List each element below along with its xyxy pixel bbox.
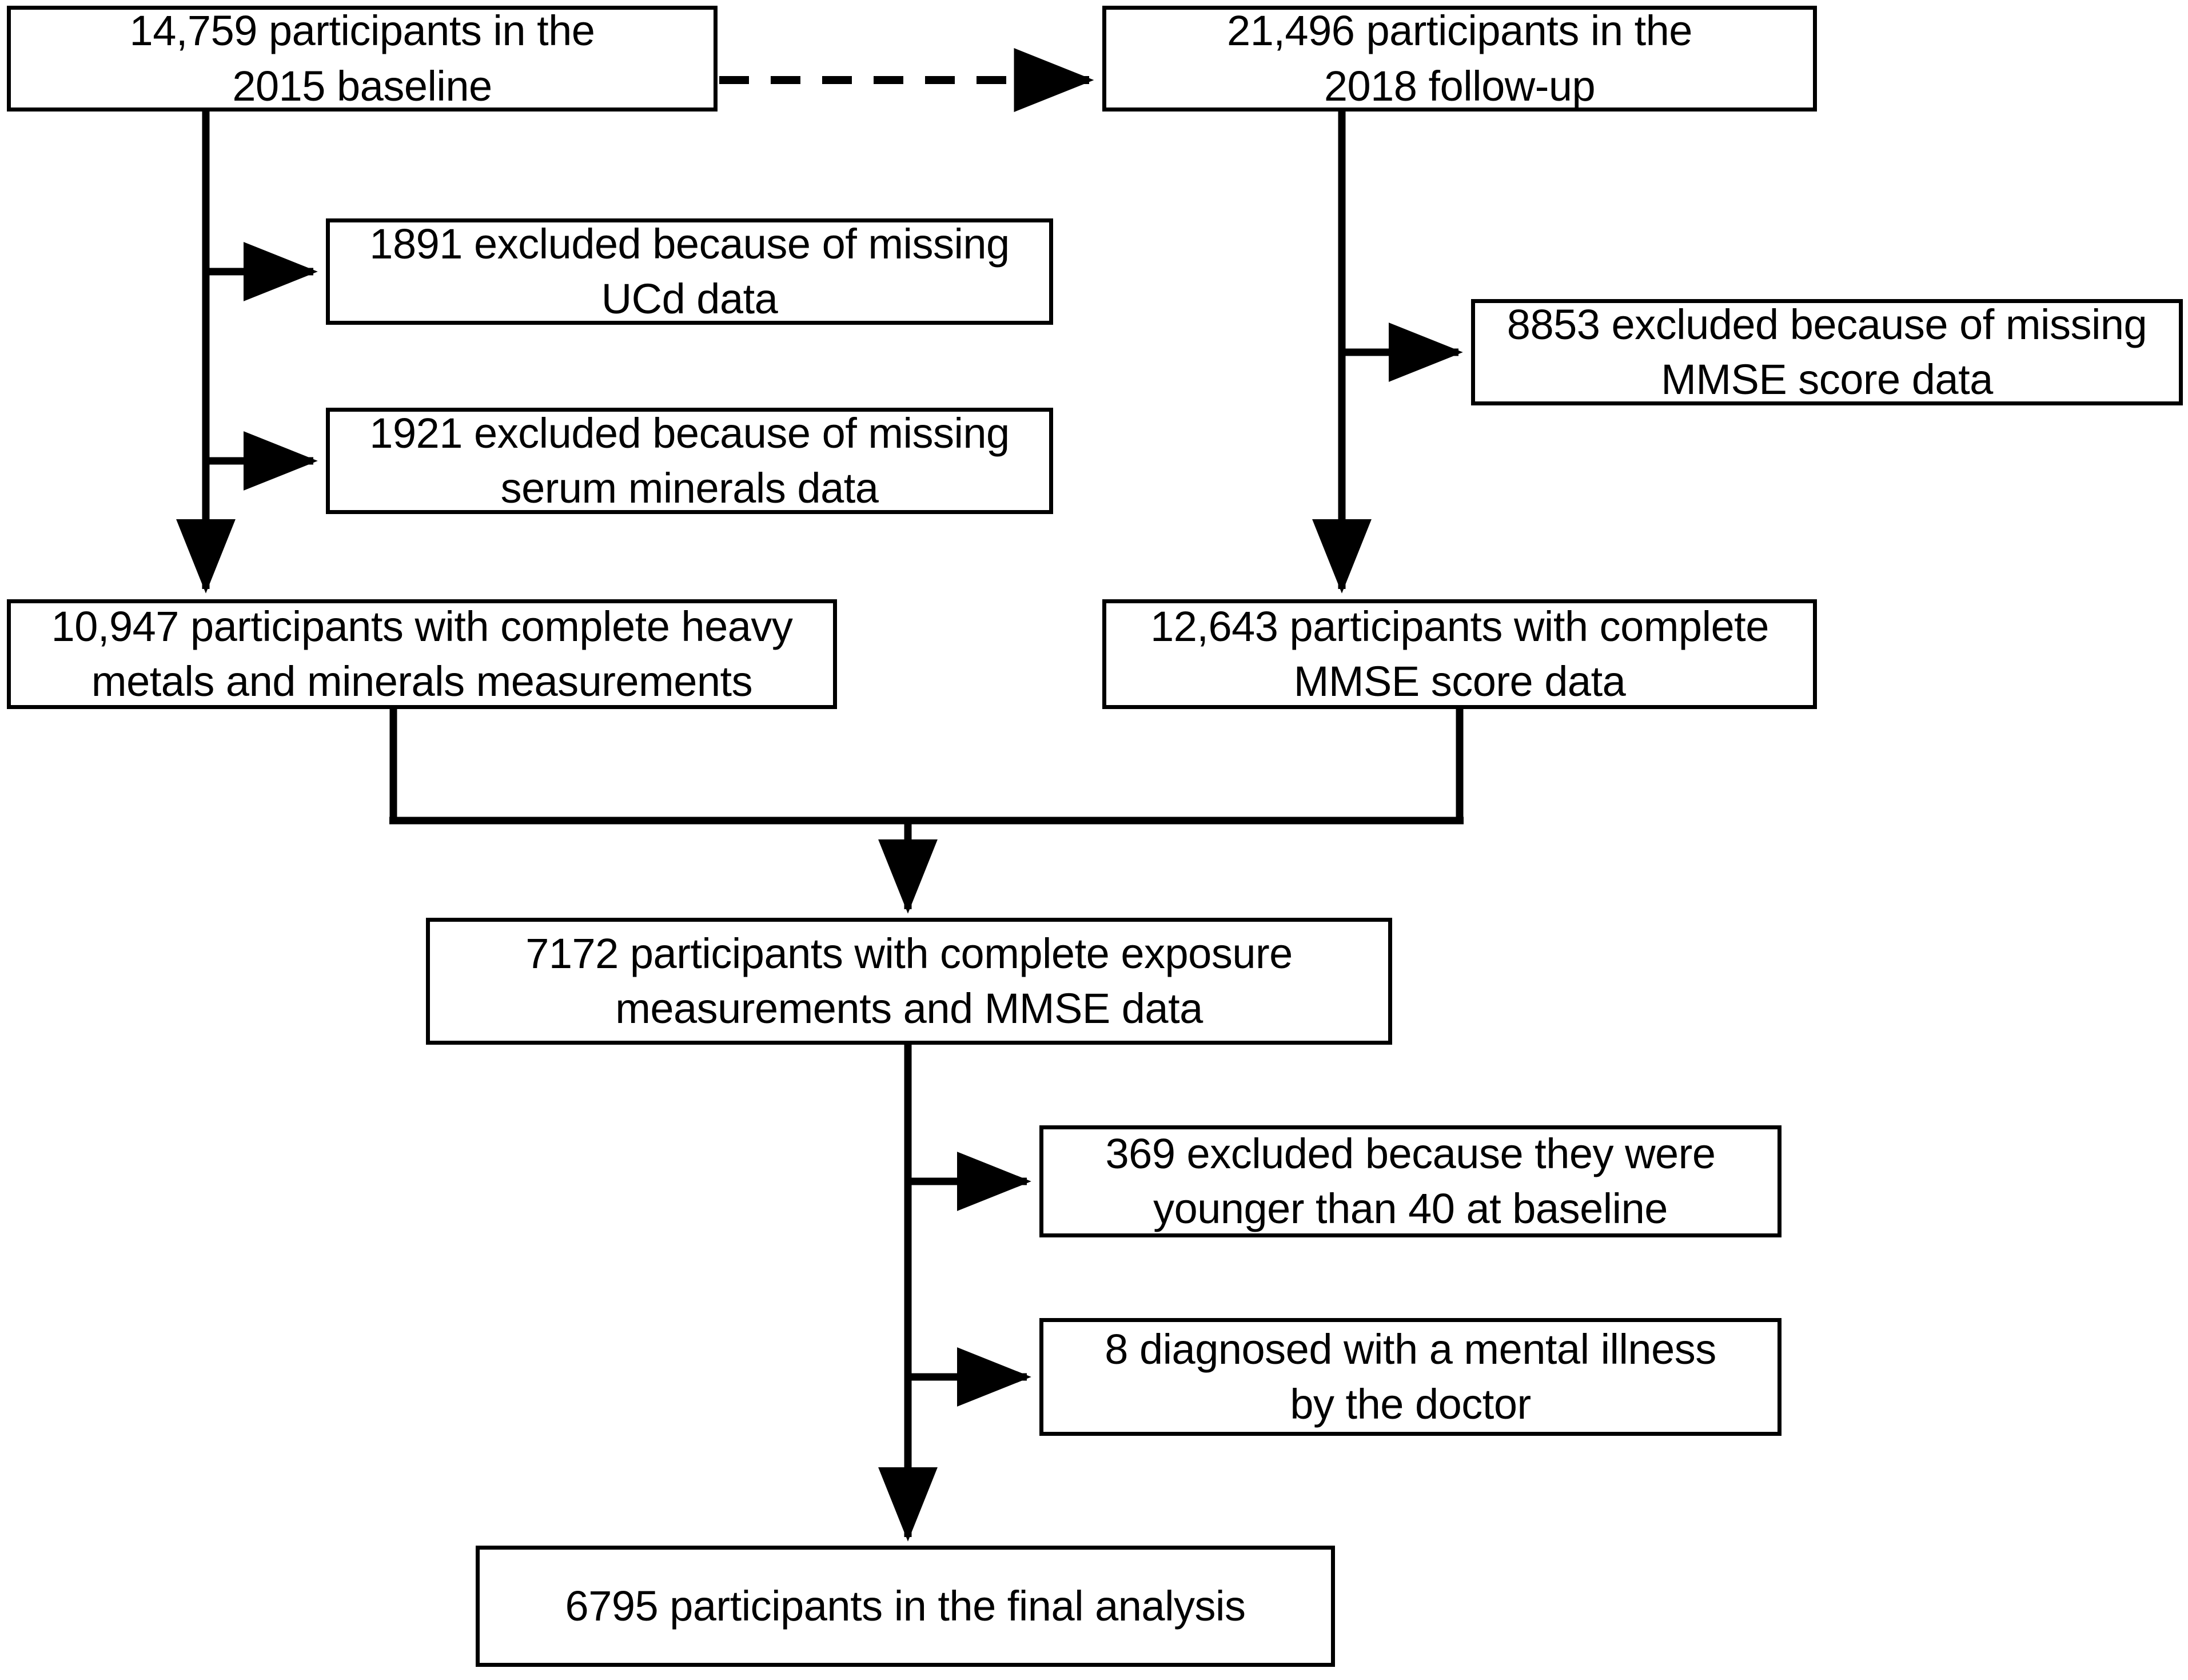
node-excluded-younger-40[interactable]: 369 excluded because they were younger t… [1039, 1125, 1782, 1237]
node-excluded-ucd[interactable]: 1891 excluded because of missing UCd dat… [326, 218, 1053, 325]
node-baseline-2015[interactable]: 14,759 participants in the 2015 baseline [7, 6, 718, 112]
node-excluded-mmse-label: 8853 excluded because of missing MMSE sc… [1507, 300, 2147, 403]
node-complete-mmse[interactable]: 12,643 participants with complete MMSE s… [1102, 599, 1817, 709]
node-excluded-serum-minerals[interactable]: 1921 excluded because of missing serum m… [326, 408, 1053, 514]
node-excluded-serum-minerals-label: 1921 excluded because of missing serum m… [369, 409, 1010, 512]
node-final-analysis[interactable]: 6795 participants in the final analysis [476, 1546, 1335, 1667]
node-complete-exposure-mmse-label: 7172 participants with complete exposure… [525, 929, 1293, 1032]
node-followup-2018-label: 21,496 participants in the 2018 follow-u… [1227, 7, 1692, 110]
node-complete-metals-minerals-label: 10,947 participants with complete heavy … [51, 602, 793, 705]
connector-merge-junction [389, 709, 1464, 914]
node-complete-exposure-mmse[interactable]: 7172 participants with complete exposure… [426, 918, 1392, 1045]
node-excluded-mmse[interactable]: 8853 excluded because of missing MMSE sc… [1471, 299, 2183, 405]
node-final-analysis-label: 6795 participants in the final analysis [565, 1582, 1246, 1630]
node-excluded-mental-illness-label: 8 diagnosed with a mental illness by the… [1105, 1325, 1716, 1428]
node-excluded-mental-illness[interactable]: 8 diagnosed with a mental illness by the… [1039, 1318, 1782, 1436]
node-complete-metals-minerals[interactable]: 10,947 participants with complete heavy … [7, 599, 837, 709]
node-baseline-2015-label: 14,759 participants in the 2015 baseline [129, 7, 595, 110]
node-followup-2018[interactable]: 21,496 participants in the 2018 follow-u… [1102, 6, 1817, 112]
node-complete-mmse-label: 12,643 participants with complete MMSE s… [1150, 602, 1769, 705]
node-excluded-ucd-label: 1891 excluded because of missing UCd dat… [369, 220, 1010, 323]
node-excluded-younger-40-label: 369 excluded because they were younger t… [1105, 1129, 1716, 1232]
